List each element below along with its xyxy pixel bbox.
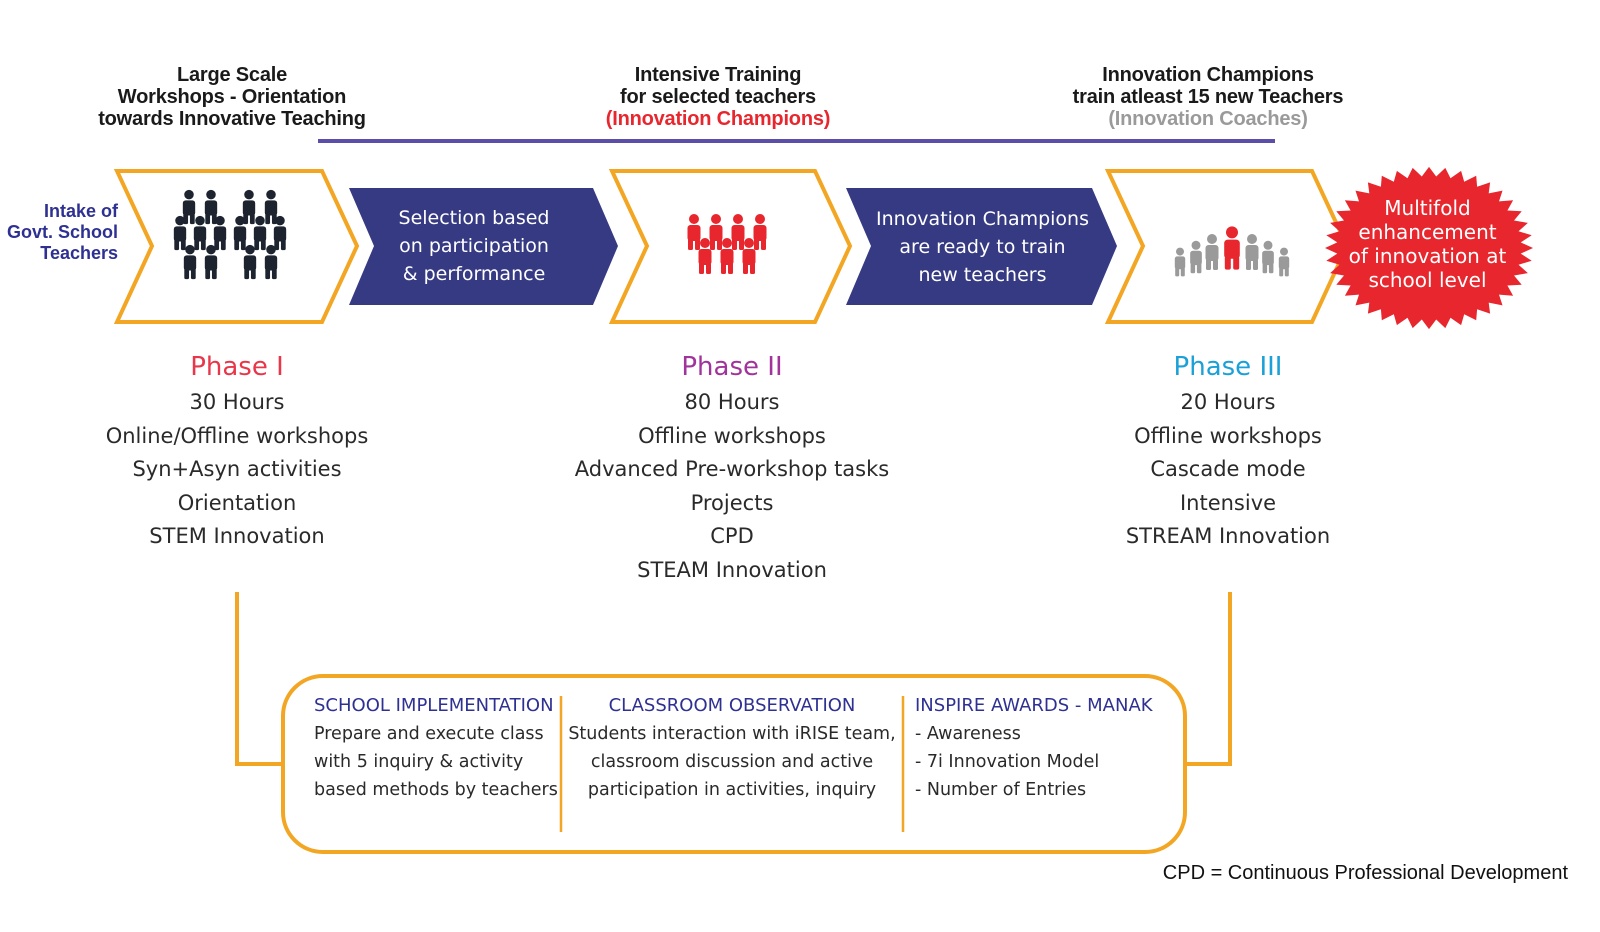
phase1-title: Phase I	[190, 352, 284, 382]
school-implementation-column: SCHOOL IMPLEMENTATION Prepare and execut…	[314, 692, 560, 804]
phase1-caption-line3: towards Innovative Teaching	[98, 108, 366, 130]
outcome-line4: school level	[1368, 268, 1487, 292]
ready-line2: are ready to train	[899, 236, 1066, 258]
phase2-title: Phase II	[681, 352, 783, 382]
outcome-line1: Multifold	[1384, 196, 1471, 220]
phase2-caption: Intensive Training for selected teachers…	[568, 64, 868, 130]
phase2-item: STEAM Innovation	[637, 557, 827, 582]
intake-line2: Govt. School	[6, 222, 118, 242]
phase1-item: STEM Innovation	[149, 524, 325, 549]
implementation-box	[281, 674, 1187, 854]
phase2-caption-line3: (Innovation Champions)	[605, 108, 831, 130]
phase3-details: Phase III 20 Hours Offline workshops Cas…	[1018, 348, 1438, 554]
intake-line3: Teachers	[40, 243, 118, 263]
school-implementation-line: with 5 inquiry & activity	[314, 752, 524, 772]
phase1-item: Online/Offline workshops	[105, 423, 369, 448]
right-connector	[1185, 592, 1232, 766]
ready-text: Innovation Champions are ready to train …	[870, 205, 1095, 289]
phase2-caption-line2: for selected teachers	[620, 86, 816, 108]
inspire-awards-line: - Awareness	[915, 724, 1021, 744]
outcome-line3: of innovation at	[1348, 244, 1507, 268]
phase2-details: Phase II 80 Hours Offline workshops Adva…	[522, 348, 942, 588]
phase1-caption-line2: Workshops - Orientation	[117, 86, 347, 108]
inspire-awards-heading: INSPIRE AWARDS - MANAK	[915, 695, 1153, 716]
classroom-observation-line: participation in activities, inquiry	[587, 780, 877, 800]
selection-line3: & performance	[402, 263, 546, 285]
intake-line1: Intake of	[43, 201, 118, 221]
ready-line1: Innovation Champions	[876, 208, 1089, 230]
phase1-item: Syn+Asyn activities	[132, 457, 342, 482]
phase2-item: Projects	[690, 490, 774, 515]
phase1-details: Phase I 30 Hours Online/Offline workshop…	[27, 348, 447, 554]
classroom-observation-line: classroom discussion and active	[590, 752, 874, 772]
phase3-item: Cascade mode	[1150, 457, 1306, 482]
phase3-caption-line1: Innovation Champions	[1102, 64, 1314, 86]
selection-arrow	[349, 188, 618, 305]
inspire-awards-line: - Number of Entries	[915, 780, 1087, 800]
inspire-awards-column: INSPIRE AWARDS - MANAK - Awareness - 7i …	[915, 692, 1175, 804]
phase1-caption-line1: Large Scale	[176, 64, 288, 86]
phase2-chevron	[608, 169, 853, 324]
phase1-item: 30 Hours	[189, 390, 285, 414]
inspire-awards-line: - 7i Innovation Model	[915, 752, 1100, 772]
cpd-footnote: CPD = Continuous Professional Developmen…	[1162, 862, 1568, 884]
outcome-line2: enhancement	[1358, 220, 1497, 244]
phase2-caption-line1: Intensive Training	[634, 64, 802, 86]
phase3-caption: Innovation Champions train atleast 15 ne…	[1058, 64, 1358, 130]
phase3-item: 20 Hours	[1180, 390, 1276, 414]
phase3-caption-line2: train atleast 15 new Teachers	[1072, 86, 1344, 108]
school-implementation-line: based methods by teachers	[314, 780, 558, 800]
phase3-caption-line3: (Innovation Coaches)	[1108, 108, 1308, 130]
phase2-item: Advanced Pre-workshop tasks	[574, 457, 890, 482]
ready-line3: new teachers	[918, 264, 1047, 286]
school-implementation-heading: SCHOOL IMPLEMENTATION	[314, 695, 554, 716]
classroom-observation-heading: CLASSROOM OBSERVATION	[608, 695, 856, 716]
school-implementation-line: Prepare and execute class	[314, 724, 544, 744]
phase2-item: Offline workshops	[638, 423, 826, 448]
phase3-item: STREAM Innovation	[1125, 524, 1331, 549]
phase2-item: CPD	[710, 524, 754, 549]
selection-line1: Selection based	[398, 207, 550, 229]
selection-text: Selection based on participation & perfo…	[374, 204, 574, 288]
phase3-title: Phase III	[1173, 352, 1283, 382]
phase2-item: 80 Hours	[684, 390, 780, 414]
intake-label: Intake of Govt. School Teachers	[6, 201, 118, 264]
phase3-item: Intensive	[1179, 490, 1277, 515]
left-connector	[235, 592, 283, 766]
outcome-starburst	[1325, 166, 1533, 330]
phase3-item: Offline workshops	[1134, 423, 1322, 448]
phase1-caption: Large Scale Workshops - Orientation towa…	[92, 64, 372, 130]
outcome-text: Multifold enhancement of innovation at s…	[1340, 196, 1515, 292]
classroom-observation-line: Students interaction with iRISE team,	[568, 724, 896, 744]
ready-arrow	[846, 188, 1117, 305]
classroom-observation-column: CLASSROOM OBSERVATION Students interacti…	[566, 692, 898, 804]
selection-line2: on participation	[399, 235, 549, 257]
phase1-item: Orientation	[177, 490, 297, 515]
